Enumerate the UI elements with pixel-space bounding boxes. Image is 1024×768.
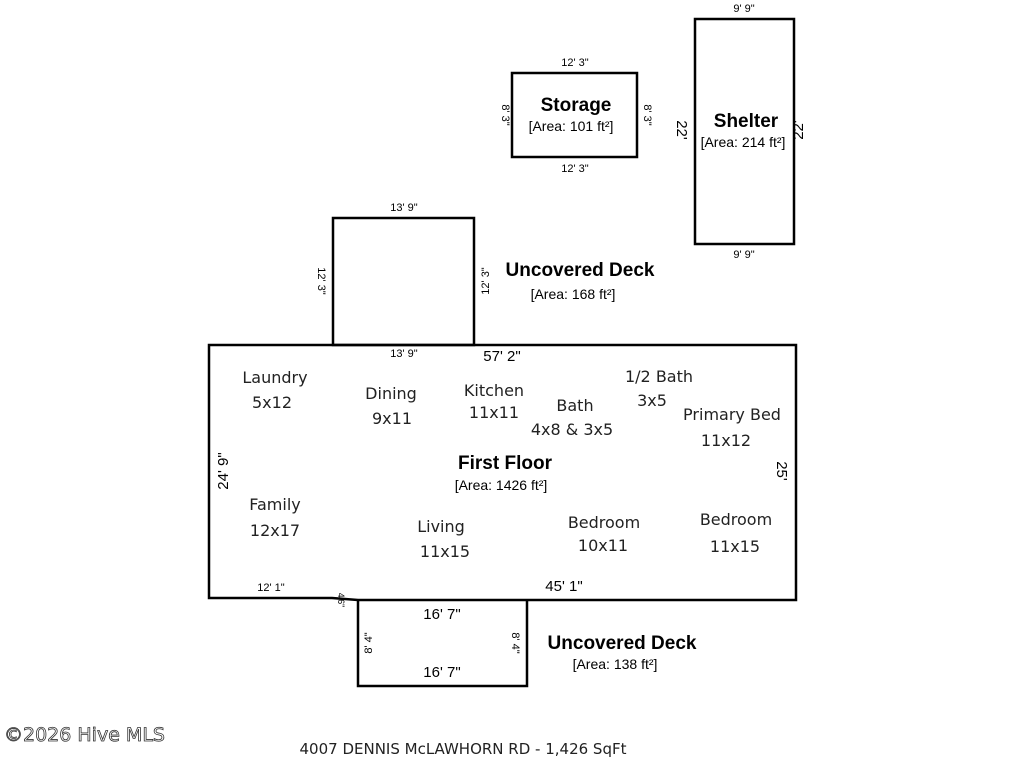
first-floor-structure: 57' 2" 24' 9" 25' 12' 1" 45' 1" 4'6" Fir… xyxy=(207,343,798,608)
storage-area: [Area: 101 ft²] xyxy=(529,118,614,134)
deck-top-dim-right: 12' 3" xyxy=(480,267,492,295)
deck-bottom-dim-top: 16' 7" xyxy=(423,606,460,623)
storage-title: Storage xyxy=(541,95,612,116)
storage-dim-left: 8' 3" xyxy=(499,104,511,125)
deck-top-dim-left: 12' 3" xyxy=(315,267,327,295)
first-floor-outline xyxy=(207,343,798,602)
deck-bottom-area: [Area: 138 ft²] xyxy=(573,656,658,672)
shelter-outline xyxy=(693,17,796,246)
shelter-structure: 9' 9" 9' 9" 22' 22' Shelter [Area: 214 f… xyxy=(673,3,807,261)
first-floor-dim-left: 24' 9" xyxy=(215,452,232,489)
room-dining-size: 9x11 xyxy=(372,409,412,428)
deck-bottom-dim-right: 8' 4" xyxy=(509,632,521,653)
shelter-area: [Area: 214 ft²] xyxy=(701,134,786,150)
storage-dim-bottom: 12' 3" xyxy=(561,163,589,175)
shelter-dim-left: 22' xyxy=(673,120,690,140)
room-bedroom-2-size: 11x15 xyxy=(710,537,760,556)
first-floor-area: [Area: 1426 ft²] xyxy=(455,477,548,493)
room-bedroom-size: 10x11 xyxy=(578,536,628,555)
first-floor-title: First Floor xyxy=(458,453,553,474)
first-floor-dim-notch: 4'6" xyxy=(336,593,346,608)
room-bath-size: 4x8 & 3x5 xyxy=(531,420,613,439)
room-dining-name: Dining xyxy=(365,384,417,403)
deck-top-structure: 13' 9" 13' 9" 12' 3" 12' 3" Uncovered De… xyxy=(315,202,655,360)
deck-top-area: [Area: 168 ft²] xyxy=(531,286,616,302)
room-laundry-size: 5x12 xyxy=(252,393,292,412)
deck-top-outline xyxy=(331,216,476,347)
room-family-name: Family xyxy=(249,495,300,514)
room-bath-name: Bath xyxy=(556,396,593,415)
room-kitchen-name: Kitchen xyxy=(464,381,524,400)
deck-top-dim-top: 13' 9" xyxy=(390,202,418,214)
storage-dim-top: 12' 3" xyxy=(561,57,589,69)
room-laundry-name: Laundry xyxy=(242,368,307,387)
room-living-size: 11x15 xyxy=(420,542,470,561)
first-floor-dim-right: 25' xyxy=(773,461,790,481)
room-primary-bed-name: Primary Bed xyxy=(683,405,781,424)
deck-bottom-outline xyxy=(356,600,529,688)
first-floor-dim-bottom-right: 45' 1" xyxy=(545,578,582,595)
first-floor-dim-bottom-left: 12' 1" xyxy=(257,582,285,594)
room-half-bath-size: 3x5 xyxy=(637,391,667,410)
deck-bottom-title: Uncovered Deck xyxy=(548,633,697,654)
room-primary-bed-size: 11x12 xyxy=(701,431,751,450)
room-family-size: 12x17 xyxy=(250,521,300,540)
deck-bottom-dim-left: 8' 4" xyxy=(363,632,375,653)
shelter-dim-bottom: 9' 9" xyxy=(733,249,754,261)
room-bedroom-2-name: Bedroom xyxy=(700,510,772,529)
deck-top-title: Uncovered Deck xyxy=(506,260,655,281)
storage-dim-right: 8' 3" xyxy=(641,104,653,125)
shelter-dim-right: 22' xyxy=(790,120,807,140)
storage-outline xyxy=(510,71,639,159)
room-living-name: Living xyxy=(417,517,465,536)
storage-structure: 12' 3" 12' 3" 8' 3" 8' 3" Storage [Area:… xyxy=(499,57,653,175)
shelter-title: Shelter xyxy=(714,111,779,132)
footer-address: 4007 DENNIS McLAWHORN RD - 1,426 SqFt xyxy=(300,740,627,758)
deck-top-dim-bottom: 13' 9" xyxy=(390,348,418,360)
room-kitchen-size: 11x11 xyxy=(469,403,519,422)
deck-bottom-dim-bottom: 16' 7" xyxy=(423,664,460,681)
shelter-dim-top: 9' 9" xyxy=(733,3,754,15)
room-bedroom-name: Bedroom xyxy=(568,513,640,532)
watermark: ©2026 Hive MLS xyxy=(4,724,165,746)
deck-bottom-structure: 16' 7" 16' 7" 8' 4" 8' 4" Uncovered Deck… xyxy=(356,600,697,688)
room-half-bath-name: 1/2 Bath xyxy=(625,367,693,386)
first-floor-dim-top: 57' 2" xyxy=(483,348,520,365)
